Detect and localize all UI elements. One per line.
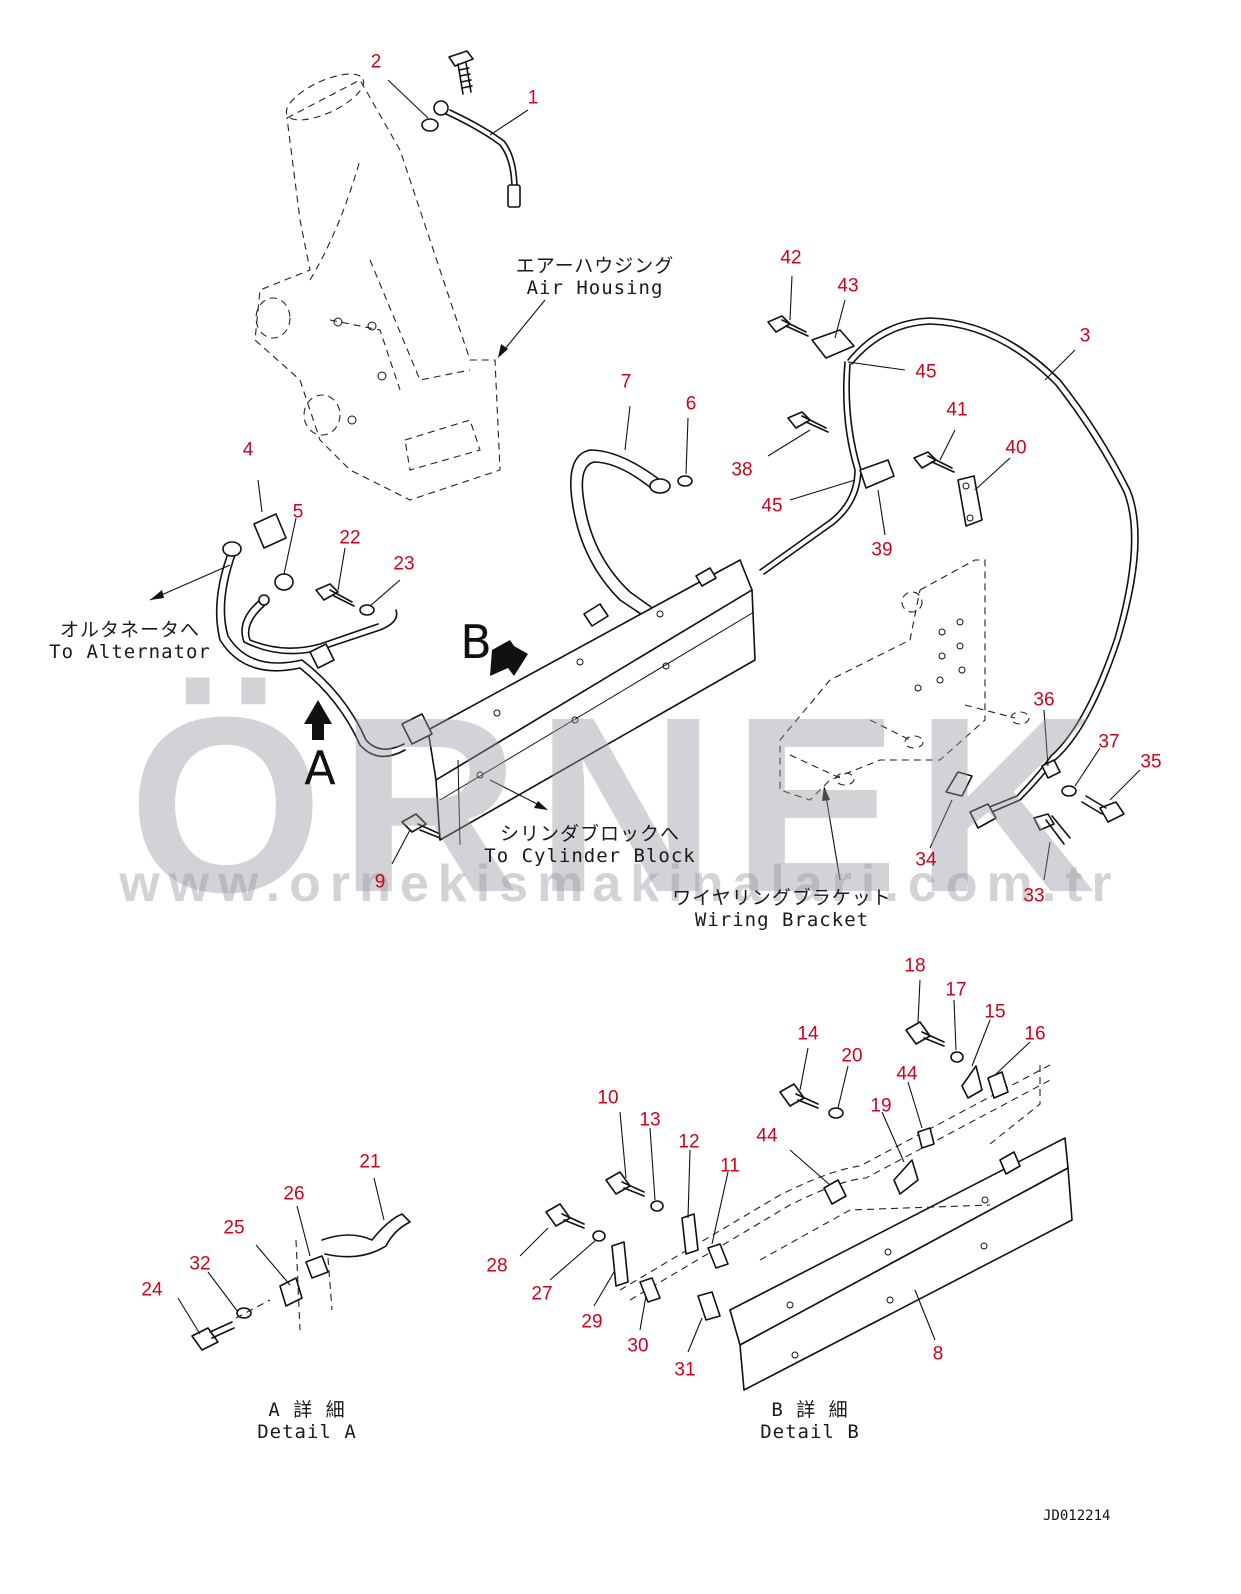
detail-a-label-jp: A 詳 細	[268, 1399, 346, 1422]
callout-44-upper[interactable]: 44	[896, 1063, 918, 1085]
callout-43[interactable]: 43	[837, 275, 859, 297]
callout-17[interactable]: 17	[945, 979, 967, 1001]
callout-19[interactable]: 19	[870, 1095, 892, 1117]
detail-b-label-en: Detail B	[760, 1421, 860, 1443]
detail-b-drawing	[545, 1021, 1073, 1391]
callout-34[interactable]: 34	[915, 849, 937, 871]
air-housing-drawing	[254, 73, 501, 501]
callout-41[interactable]: 41	[946, 399, 968, 421]
callout-28[interactable]: 28	[486, 1255, 508, 1277]
ground-cable-1	[421, 50, 521, 208]
callout-32[interactable]: 32	[189, 1253, 211, 1275]
to-cylinder-block-label-en: To Cylinder Block	[484, 845, 696, 867]
callout-25[interactable]: 25	[223, 1217, 245, 1239]
detail-a-label: A 詳 細 Detail A	[257, 1399, 357, 1444]
callout-37[interactable]: 37	[1098, 731, 1120, 753]
callout-10[interactable]: 10	[597, 1087, 619, 1109]
callout-36[interactable]: 36	[1033, 689, 1055, 711]
callout-4[interactable]: 4	[242, 439, 254, 461]
callout-16[interactable]: 16	[1024, 1023, 1046, 1045]
bolts-upper-right	[767, 315, 1125, 845]
callout-39[interactable]: 39	[871, 539, 893, 561]
callout-5[interactable]: 5	[292, 501, 304, 523]
callout-15[interactable]: 15	[984, 1001, 1006, 1023]
callout-6[interactable]: 6	[685, 393, 697, 415]
air-housing-label: エアーハウジング Air Housing	[515, 255, 675, 300]
bolt-9	[401, 813, 441, 839]
wiring-cover-upper	[401, 559, 756, 841]
watermark-url: www.ornekismakinalari.com.tr	[119, 855, 1121, 913]
document-code: JD012214	[1043, 1508, 1111, 1524]
wiring-bracket-label: ワイヤリングブラケット Wiring Bracket	[672, 887, 892, 932]
callout-29[interactable]: 29	[581, 1311, 603, 1333]
to-cylinder-block-label: シリンダブロックへ To Cylinder Block	[484, 823, 696, 868]
detail-b-label-jp: B 詳 細	[771, 1399, 849, 1422]
callout-42[interactable]: 42	[780, 247, 802, 269]
wiring-bracket-label-jp: ワイヤリングブラケット	[672, 887, 892, 910]
detail-a-drawing	[191, 1213, 411, 1351]
callout-14[interactable]: 14	[797, 1023, 819, 1045]
callout-35[interactable]: 35	[1140, 751, 1162, 773]
callout-23[interactable]: 23	[393, 553, 415, 575]
callout-18[interactable]: 18	[904, 955, 926, 977]
to-alternator-label-jp: オルタネータへ	[59, 619, 200, 642]
detail-a-label-en: Detail A	[257, 1421, 357, 1443]
callout-3[interactable]: 3	[1079, 325, 1091, 347]
callout-26[interactable]: 26	[283, 1183, 305, 1205]
callout-30[interactable]: 30	[627, 1335, 649, 1357]
to-alternator-label: オルタネータへ To Alternator	[49, 619, 211, 664]
callout-22[interactable]: 22	[339, 527, 361, 549]
callout-11[interactable]: 11	[720, 1155, 740, 1177]
callout-38[interactable]: 38	[731, 459, 753, 481]
alternator-harness	[215, 513, 406, 758]
wiring-bracket-drawing	[779, 559, 1030, 801]
callout-33[interactable]: 33	[1023, 885, 1045, 907]
callout-8[interactable]: 8	[932, 1343, 944, 1365]
callout-40[interactable]: 40	[1005, 437, 1027, 459]
callout-7[interactable]: 7	[620, 371, 632, 393]
view-letter-a: A	[304, 741, 336, 795]
to-alternator-label-en: To Alternator	[49, 641, 211, 663]
callout-27[interactable]: 27	[531, 1283, 553, 1305]
watermark-brand: ÖRNEK	[128, 665, 1112, 944]
callout-45-lower[interactable]: 45	[761, 495, 783, 517]
detail-b-label: B 詳 細 Detail B	[760, 1399, 860, 1444]
cable-7	[570, 449, 693, 621]
callout-44-lower[interactable]: 44	[756, 1125, 778, 1147]
air-housing-label-en: Air Housing	[526, 277, 664, 299]
callout-9[interactable]: 9	[374, 871, 386, 893]
air-housing-label-jp: エアーハウジング	[515, 255, 675, 278]
wiring-bracket-label-en: Wiring Bracket	[694, 909, 870, 931]
view-arrows	[149, 299, 841, 881]
to-cylinder-block-label-jp: シリンダブロックへ	[499, 823, 680, 846]
callout-24[interactable]: 24	[141, 1279, 163, 1301]
callout-45-upper[interactable]: 45	[915, 361, 937, 383]
callout-2[interactable]: 2	[370, 51, 382, 73]
callout-leaders	[177, 79, 1141, 1353]
view-letter-b: B	[460, 615, 492, 669]
callout-31[interactable]: 31	[674, 1359, 696, 1381]
callout-20[interactable]: 20	[841, 1045, 863, 1067]
callout-12[interactable]: 12	[678, 1131, 700, 1153]
callout-13[interactable]: 13	[639, 1109, 661, 1131]
callout-1[interactable]: 1	[527, 87, 539, 109]
callout-21[interactable]: 21	[359, 1151, 381, 1173]
